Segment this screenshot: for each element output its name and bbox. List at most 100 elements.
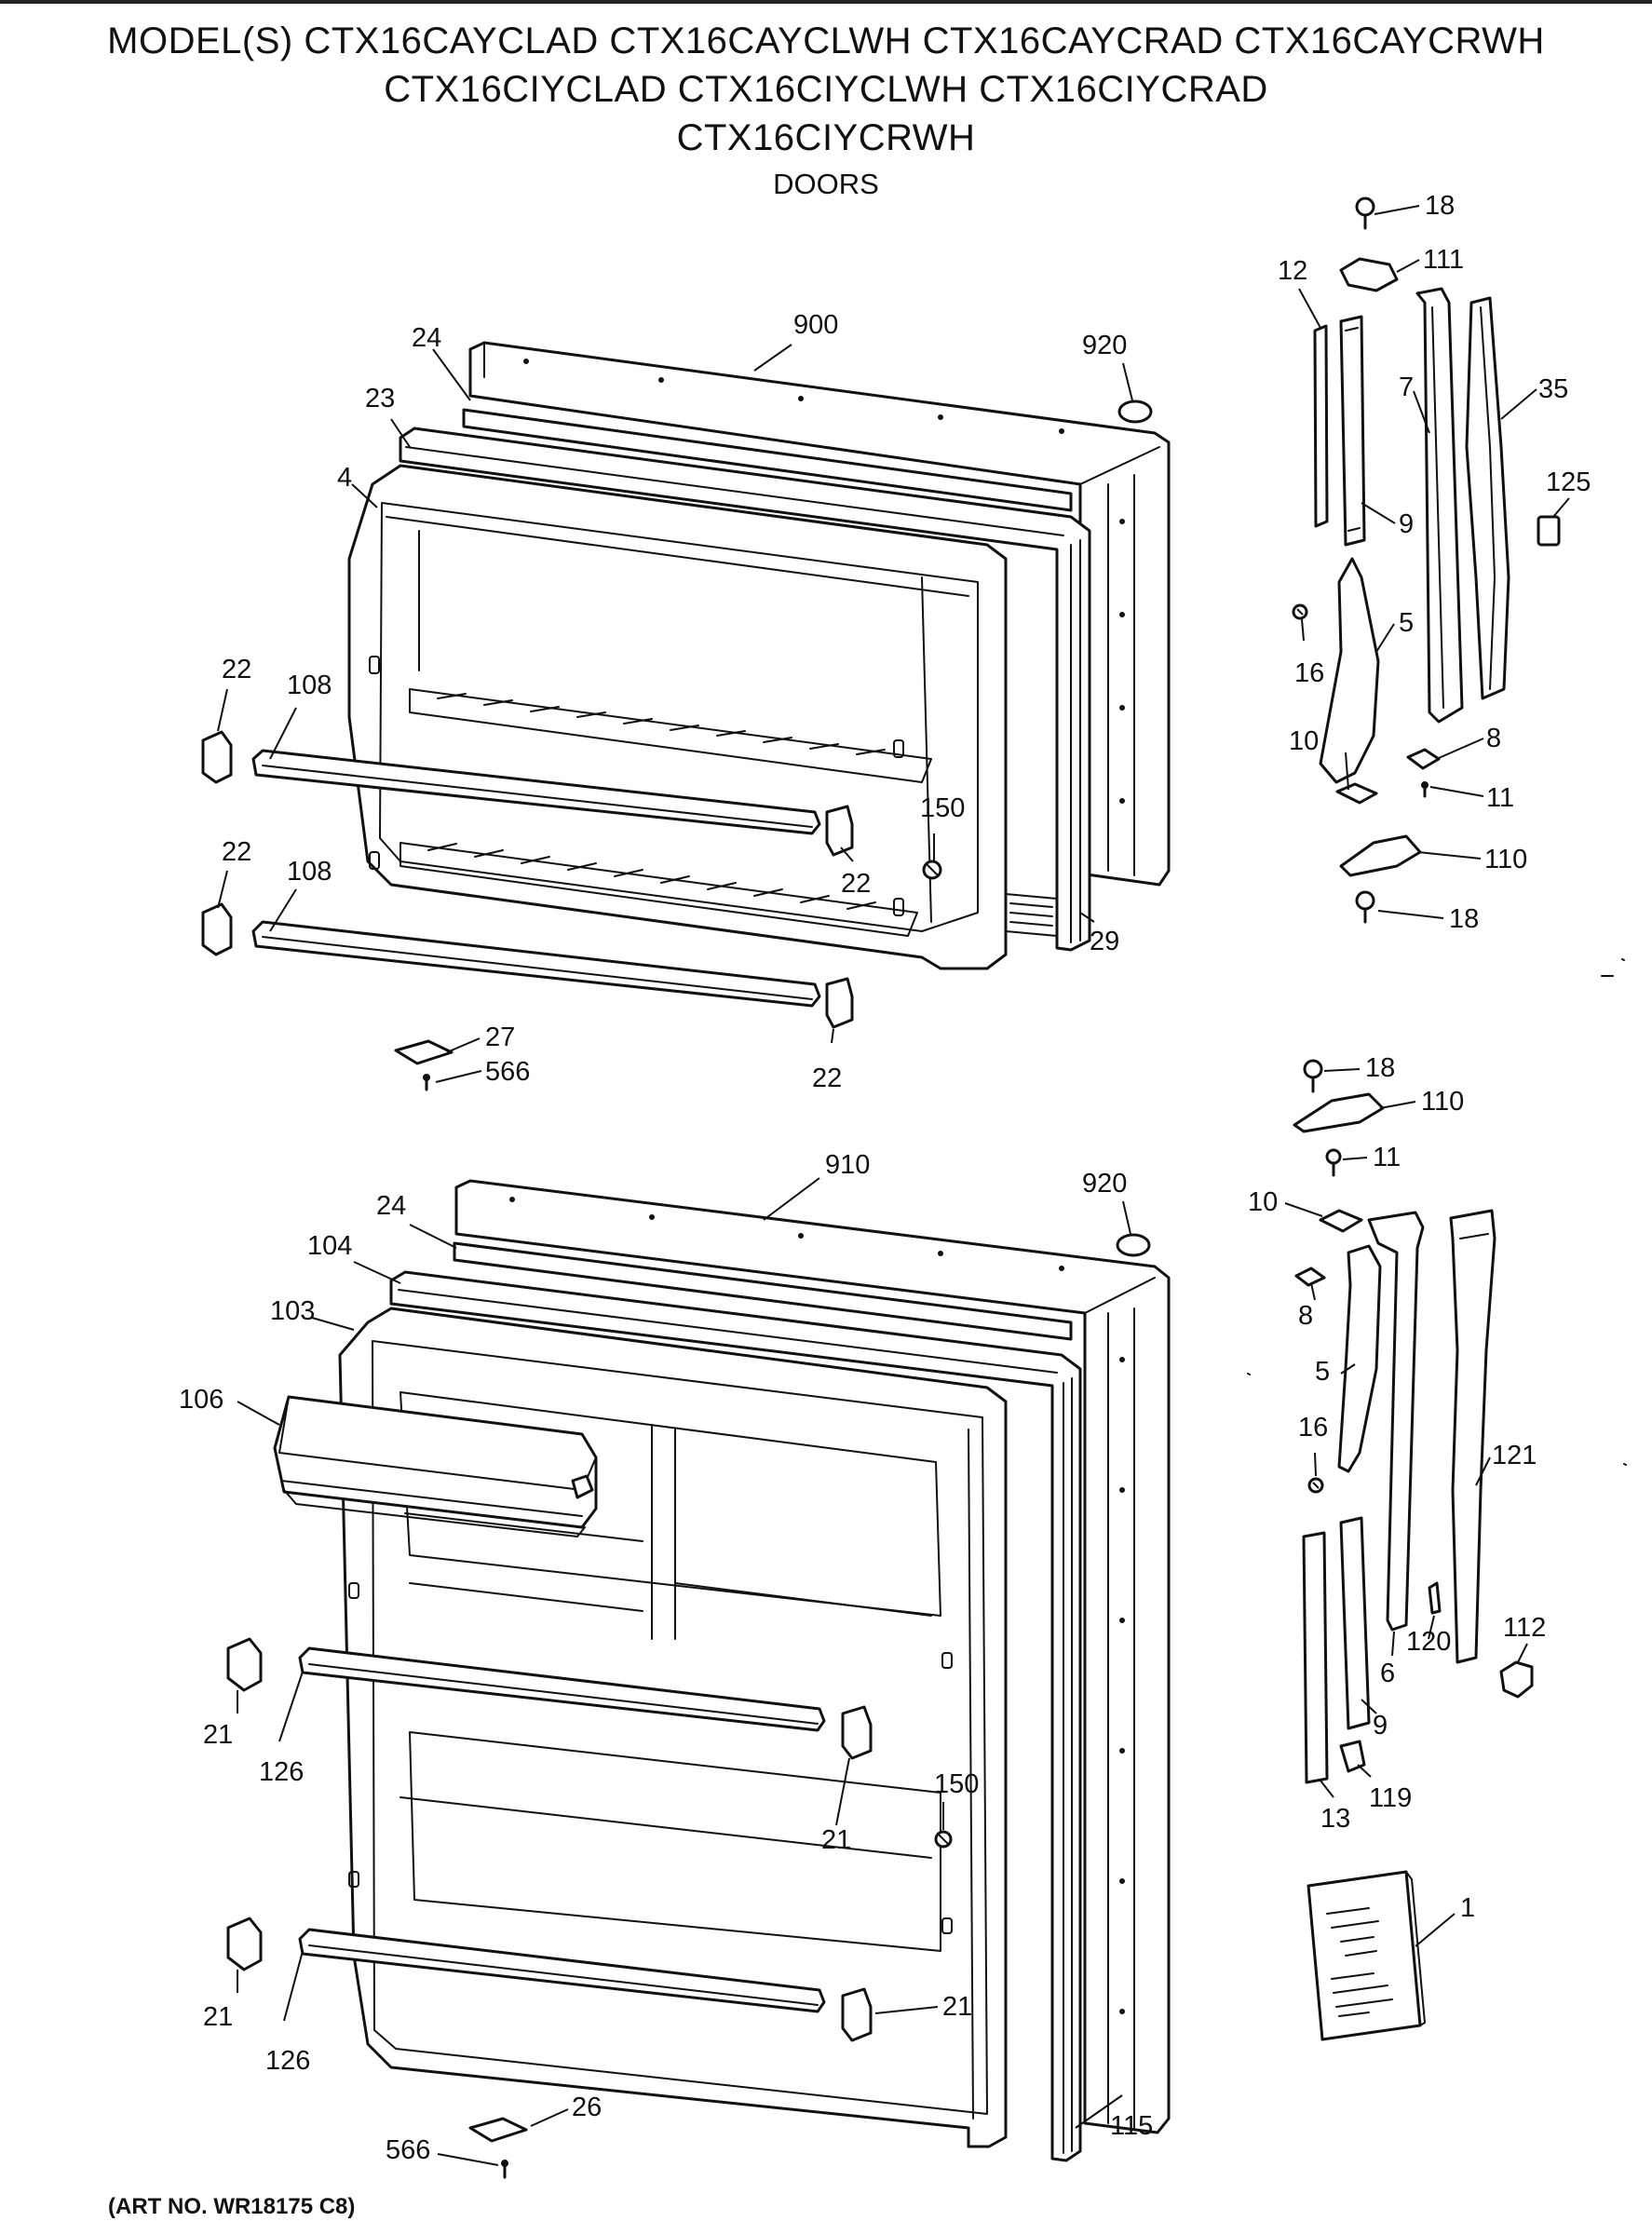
- callout-label: 920: [1082, 1169, 1127, 1199]
- screw-icon: [1292, 603, 1308, 620]
- callout-label: 126: [265, 2046, 310, 2076]
- screw-icon: [1355, 890, 1375, 924]
- screw-icon: [1325, 1148, 1342, 1177]
- lower-hinge-hardware: [1293, 1059, 1534, 2041]
- section-title: DOORS: [773, 168, 879, 200]
- callout-label: 27: [485, 1023, 515, 1052]
- callout-label: 10: [1289, 726, 1319, 756]
- callout-label: 16: [1298, 1413, 1328, 1443]
- handle-screw-icon: [1428, 1581, 1442, 1615]
- plug-button-icon: [1116, 1233, 1151, 1257]
- callout-label: 22: [841, 869, 871, 899]
- callout-labels: 18 111 12 7 35 9 125 16 5 10 8 11 110 18…: [179, 191, 1591, 2165]
- callout-label: 108: [287, 857, 332, 887]
- freezer-door-assembly: [201, 341, 1171, 1091]
- callout-label: 150: [934, 1769, 979, 1799]
- callout-label: 22: [812, 1063, 842, 1093]
- screw-icon: [1421, 781, 1429, 798]
- callout-label: 5: [1315, 1357, 1330, 1387]
- screw-icon: [501, 2160, 508, 2179]
- callout-label: 21: [203, 2002, 233, 2032]
- end-cap-icon: [1499, 1660, 1534, 1699]
- title-block: MODEL(S) CTX16CAYCLAD CTX16CAYCLWH CTX16…: [0, 17, 1652, 203]
- plug-button-icon: [1117, 400, 1153, 424]
- fresh-food-door-frame: [389, 1270, 1082, 2162]
- callout-label: 22: [222, 655, 251, 684]
- fresh-food-door-assembly: [226, 1179, 1171, 2179]
- callout-label: 121: [1492, 1441, 1537, 1470]
- callout-label: 1: [1460, 1893, 1475, 1923]
- screw-icon: [1355, 196, 1375, 230]
- callout-label: 29: [1090, 927, 1119, 956]
- models-line-2: CTX16CIYCLAD CTX16CIYCLWH CTX16CIYCRAD: [384, 69, 1268, 110]
- callout-label: 920: [1082, 331, 1127, 360]
- leader-lines: [217, 205, 1570, 2166]
- callout-label: 910: [825, 1150, 870, 1180]
- callout-label: 21: [821, 1825, 851, 1855]
- callout-label: 16: [1294, 658, 1324, 688]
- callout-label: 126: [259, 1757, 304, 1787]
- callout-label: 150: [920, 793, 965, 823]
- models-line-3: CTX16CIYCRWH: [676, 117, 976, 158]
- hinge-bracket-icon: [1319, 1209, 1363, 1233]
- callout-label: 35: [1538, 374, 1568, 404]
- door-handle: [1465, 296, 1510, 700]
- art-number: (ART NO. WR18175 C8): [108, 2194, 356, 2219]
- callout-label: 108: [287, 670, 332, 700]
- callout-label: 18: [1425, 191, 1455, 221]
- top-border-line: [0, 0, 1652, 4]
- callout-label: 120: [1406, 1627, 1451, 1657]
- callout-label: 566: [485, 1057, 530, 1087]
- handle-mount: [1319, 557, 1380, 784]
- callout-label: 13: [1320, 1804, 1350, 1834]
- callout-label: 24: [412, 323, 441, 353]
- door-handle: [1449, 1209, 1496, 1664]
- hinge-bracket-icon: [1339, 834, 1422, 877]
- callout-label: 9: [1373, 1711, 1388, 1741]
- screw-icon: [934, 1830, 953, 1849]
- screw-icon: [1303, 1059, 1323, 1093]
- callout-label: 24: [376, 1191, 406, 1221]
- callout-label: 4: [337, 463, 352, 493]
- callout-label: 566: [386, 2135, 430, 2165]
- callout-label: 125: [1546, 467, 1591, 497]
- clip-icon: [1339, 1740, 1366, 1773]
- hinge-bracket-icon: [1406, 748, 1441, 770]
- callout-label: 12: [1278, 256, 1307, 286]
- upper-hinge-hardware: [1292, 196, 1561, 924]
- callout-label: 5: [1399, 608, 1414, 638]
- door-handle-hinge-strip: [1415, 287, 1464, 724]
- callout-label: 18: [1365, 1053, 1395, 1083]
- callout-label: 22: [222, 837, 251, 867]
- callout-label: 115: [1110, 2111, 1153, 2141]
- callout-label: 21: [942, 1992, 972, 2022]
- screw-icon: [1307, 1477, 1324, 1494]
- handle-trim-strip: [1302, 1531, 1329, 1784]
- callout-label: 103: [270, 1296, 315, 1326]
- models-line-1: MODEL(S) CTX16CAYCLAD CTX16CAYCLWH CTX16…: [107, 20, 1545, 61]
- hinge-bracket-icon: [1293, 1092, 1385, 1133]
- callout-label: 26: [572, 2093, 602, 2122]
- callout-label: 7: [1399, 372, 1414, 402]
- screw-icon: [922, 860, 942, 880]
- callout-label: 11: [1373, 1143, 1401, 1172]
- hinge-plate-icon: [468, 2117, 528, 2143]
- handle-trim-strip: [1339, 315, 1366, 547]
- screw-icon: [423, 1074, 430, 1091]
- hinge-bracket-icon: [1339, 257, 1399, 292]
- door-handle-hinge-strip: [1367, 1211, 1425, 1632]
- handle-trim-strip: [1313, 324, 1329, 528]
- fresh-food-gasket-strip: [453, 1241, 1073, 1341]
- callout-label: 110: [1421, 1087, 1464, 1117]
- freezer-outer-door-panel: [468, 341, 1171, 887]
- end-cap-icon: [1537, 515, 1561, 547]
- callout-label: 8: [1298, 1301, 1313, 1331]
- callout-label: 9: [1399, 509, 1414, 539]
- hinge-bracket-icon: [1294, 1266, 1326, 1287]
- callout-label: 18: [1449, 904, 1479, 934]
- dairy-compartment-door: [273, 1395, 598, 1529]
- callout-label: 111: [1423, 245, 1464, 275]
- callout-label: 23: [365, 384, 395, 413]
- callout-label: 900: [793, 310, 838, 340]
